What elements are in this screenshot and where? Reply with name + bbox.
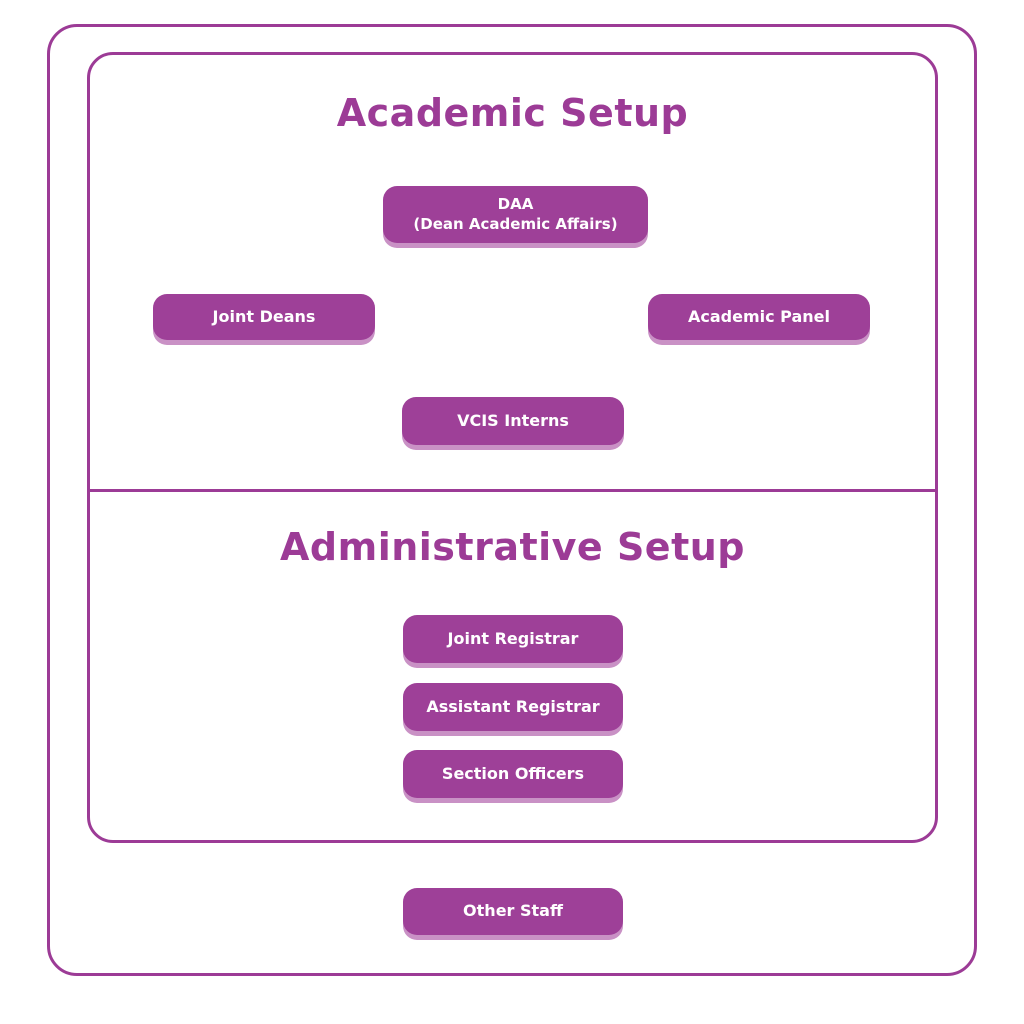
node-daa[interactable]: DAA (Dean Academic Affairs) xyxy=(383,186,648,243)
node-vcis-interns[interactable]: VCIS Interns xyxy=(402,397,624,445)
node-daa-line1: DAA xyxy=(497,195,534,213)
node-other-staff[interactable]: Other Staff xyxy=(403,888,623,935)
outer-frame xyxy=(47,24,977,976)
node-joint-deans[interactable]: Joint Deans xyxy=(153,294,375,340)
inner-frame xyxy=(87,52,938,843)
administrative-setup-title: Administrative Setup xyxy=(280,525,745,569)
node-academic-panel[interactable]: Academic Panel xyxy=(648,294,870,340)
node-section-officers[interactable]: Section Officers xyxy=(403,750,623,798)
node-joint-registrar[interactable]: Joint Registrar xyxy=(403,615,623,663)
section-divider xyxy=(88,489,937,492)
academic-setup-title: Academic Setup xyxy=(336,91,689,135)
node-daa-line2: (Dean Academic Affairs) xyxy=(413,214,618,233)
node-assistant-registrar[interactable]: Assistant Registrar xyxy=(403,683,623,731)
